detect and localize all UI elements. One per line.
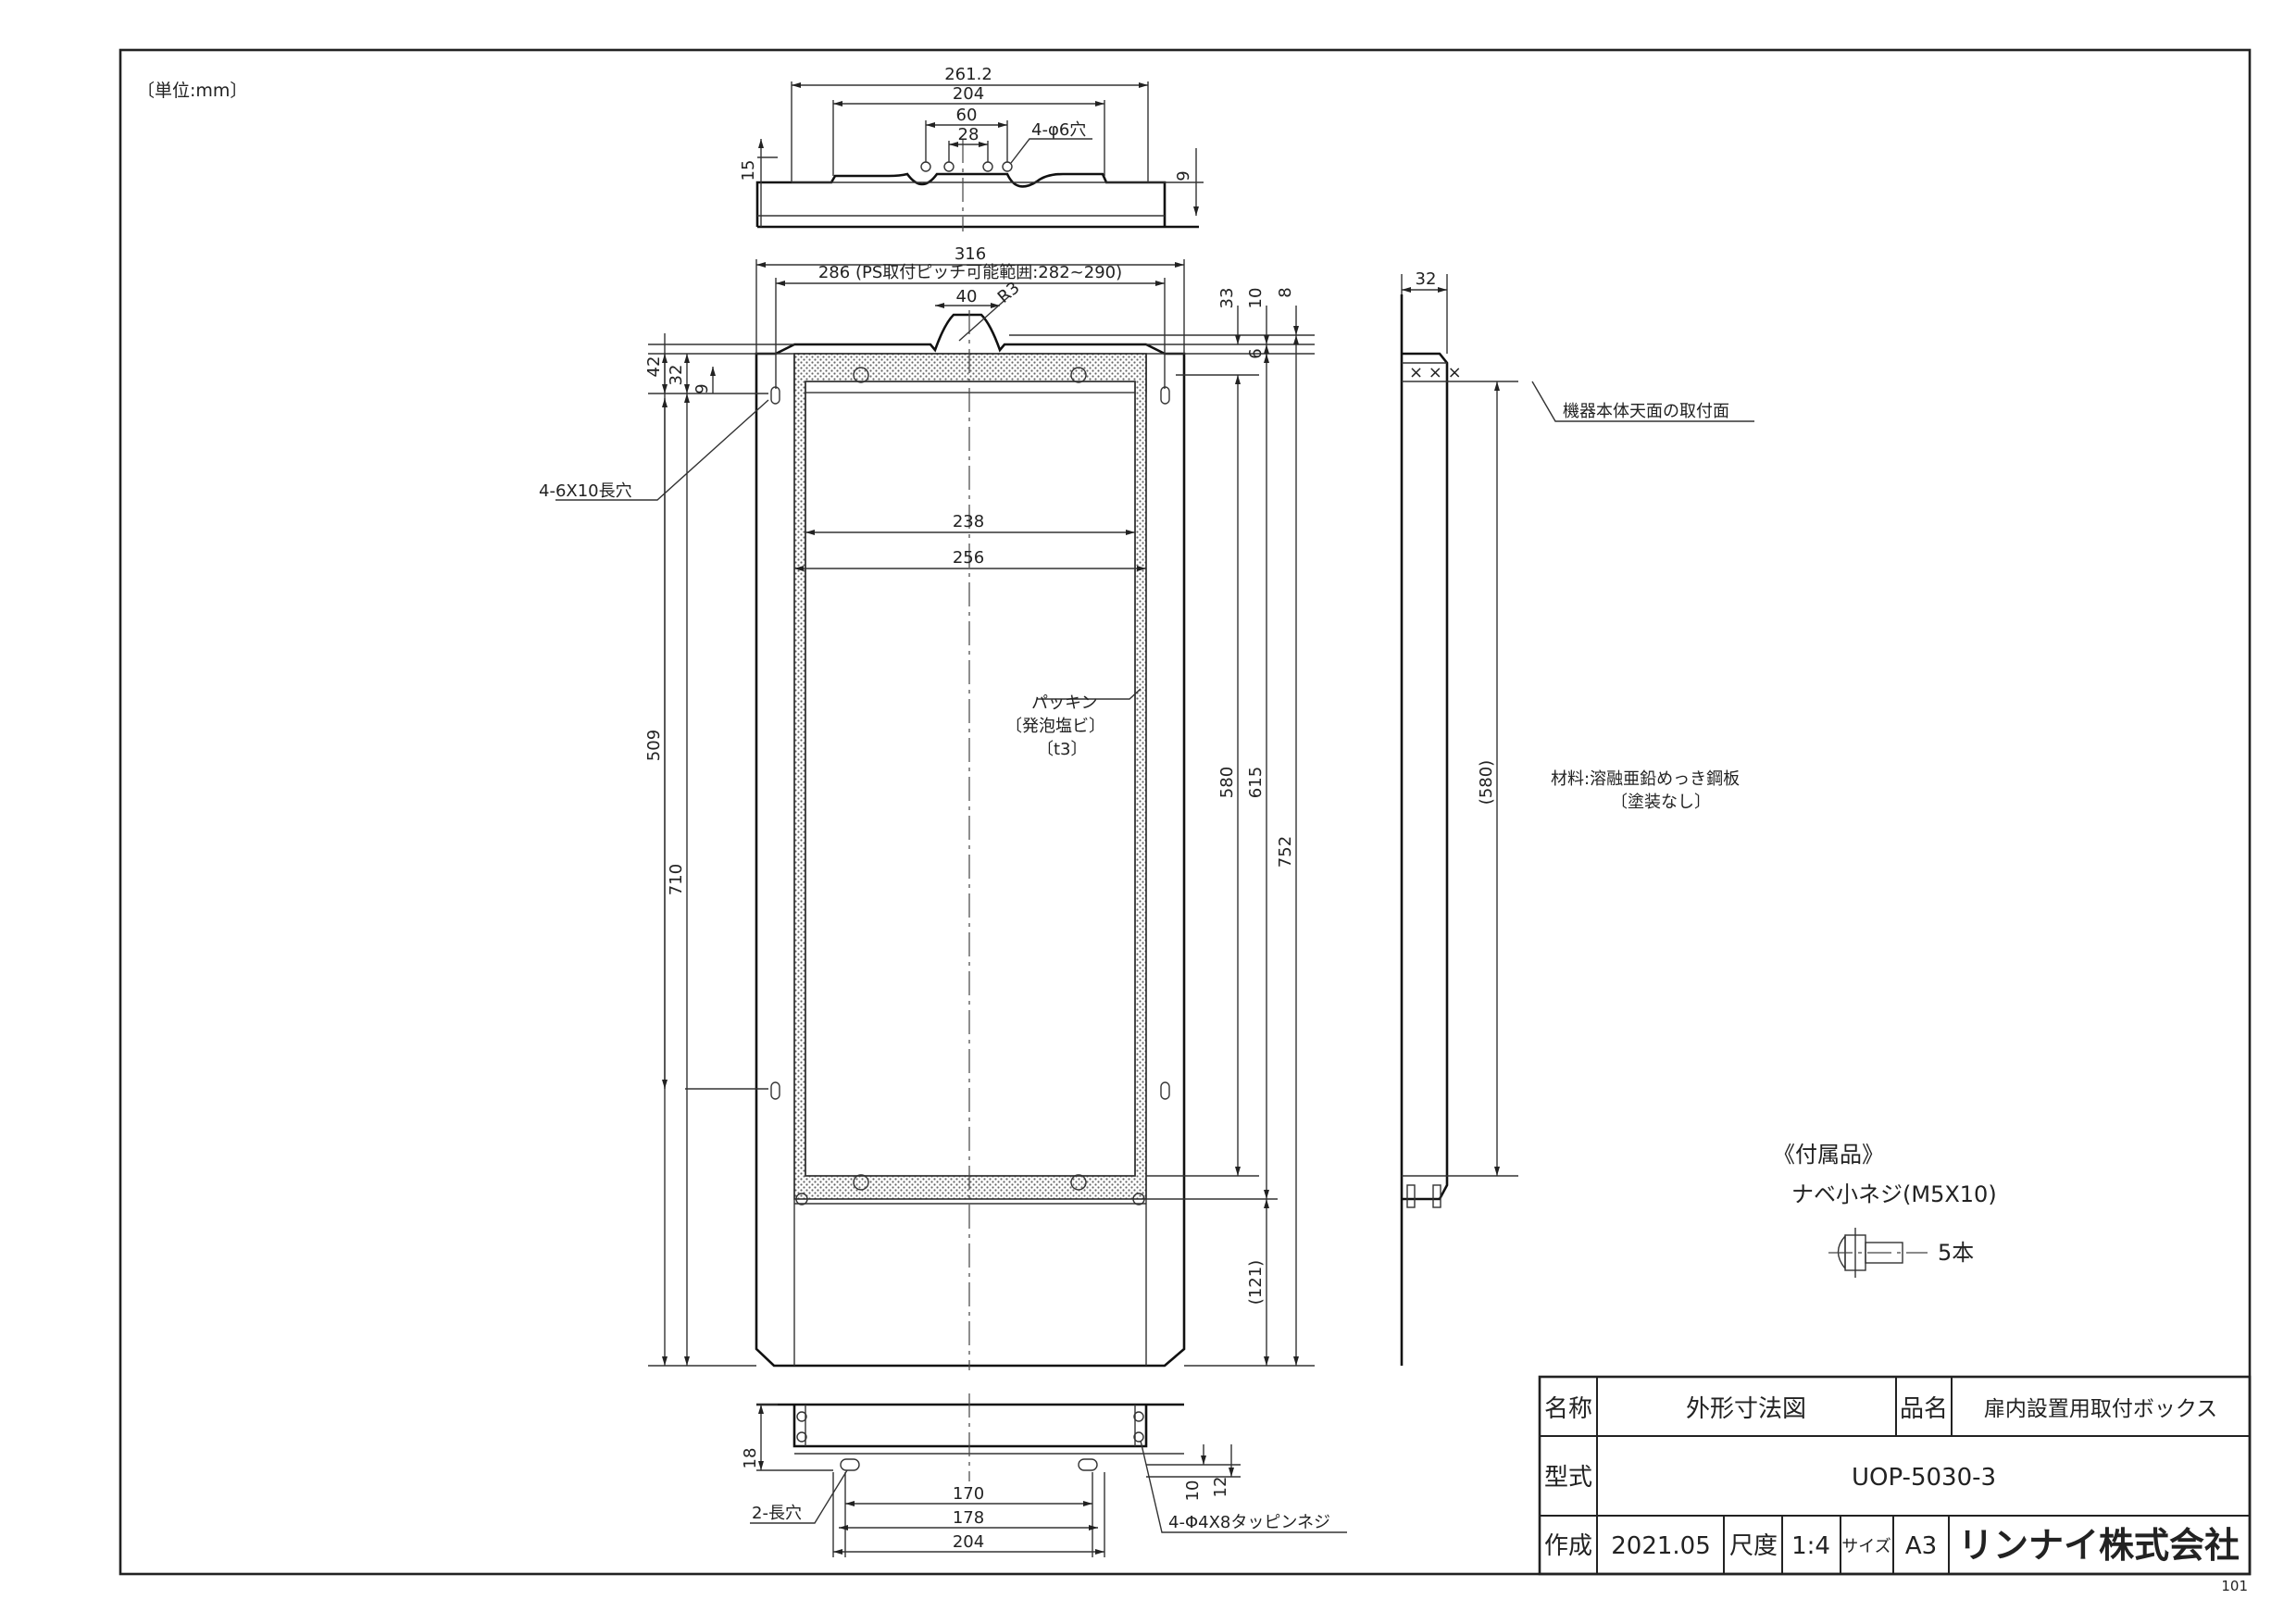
bottom-view-outline (792, 1405, 1148, 1448)
slot-hole (1160, 386, 1170, 405)
dim-bottom-10: 10 (1183, 1480, 1203, 1502)
tb-name-value: 外形寸法図 (1686, 1395, 1806, 1423)
dim-top-204: 204 (953, 84, 984, 104)
top-hole (982, 161, 993, 172)
title-block: 名称 外形寸法図 品名 扉内設置用取付ボックス 型式 UOP-5030-3 作成… (1538, 1375, 2252, 1576)
svg-text:× × ×: × × × (1409, 363, 1462, 382)
tb-created-label: 作成 (1544, 1532, 1592, 1560)
top-hole (920, 161, 931, 172)
bottom-slot (840, 1458, 860, 1471)
tb-product-value: 扉内設置用取付ボックス (1984, 1397, 2217, 1421)
dim-615: 615 (1246, 767, 1266, 798)
tb-model-value: UOP-5030-3 (1852, 1464, 1996, 1492)
top-holes-label: 4-φ6穴 (1031, 120, 1086, 140)
dim-top-28: 28 (958, 125, 980, 144)
sheet-code: 101 (2221, 1578, 2248, 1594)
slot-hole (770, 386, 780, 405)
accessory-title: 《付属品》 (1773, 1142, 1884, 1168)
dim-bottom-178: 178 (953, 1508, 984, 1528)
tb-scale-value: 1:4 (1791, 1532, 1830, 1560)
top-view-outline (755, 172, 1199, 229)
slot-hole (770, 1081, 780, 1100)
dim-256: 256 (953, 548, 984, 568)
unit-label: 〔単位:mm〕 (137, 81, 247, 101)
dim-238: 238 (953, 512, 984, 531)
tb-company: リンナイ株式会社 (1958, 1525, 2240, 1566)
dim-top-15: 15 (739, 160, 758, 181)
dim-752: 752 (1276, 836, 1295, 868)
slot-hole (1160, 1081, 1170, 1100)
dim-580: 580 (1217, 767, 1237, 798)
material-line2: 〔塗装なし〕 (1611, 792, 1711, 812)
tb-product-label: 品名 (1900, 1395, 1948, 1423)
dim-r3: R3 (994, 278, 1024, 306)
packing-gasket (793, 353, 1147, 1200)
bottom-view: 170 178 204 18 10 12 2-長穴 4-Φ4X8タッピンネジ (741, 1393, 1347, 1557)
dim-710: 710 (667, 864, 686, 895)
top-hole (1002, 161, 1013, 172)
accessory: 《付属品》 ナベ小ネジ(M5X10) 5本 (1773, 1142, 1997, 1278)
dim-bottom-12: 12 (1211, 1477, 1230, 1498)
side-view: × × × 32 (580) 機器本体天面の取付面 (1400, 269, 1754, 1366)
dim-6: 6 (1246, 348, 1266, 358)
dim-32-left: 32 (667, 365, 686, 386)
dim-33: 33 (1217, 288, 1237, 309)
sheet-border (119, 48, 2252, 1576)
dim-10: 10 (1246, 288, 1266, 309)
bottom-slot (1078, 1458, 1098, 1471)
front-view: 316 286 (PS取付ピッチ可能範囲:282~290) 40 R3 238 … (539, 244, 1315, 1370)
tb-model-label: 型式 (1544, 1464, 1592, 1492)
dim-286: 286 (PS取付ピッチ可能範囲:282~290) (818, 263, 1122, 282)
dim-bottom-170: 170 (953, 1484, 984, 1504)
top-hole (943, 161, 955, 172)
dim-side-32: 32 (1416, 269, 1437, 289)
mount-surface-label: 機器本体天面の取付面 (1563, 402, 1729, 421)
packing-label-2: 〔発泡塩ビ〕 (1005, 717, 1105, 736)
tb-name-label: 名称 (1544, 1395, 1592, 1423)
dim-bottom-18: 18 (741, 1448, 760, 1469)
bottom-slot-label: 2-長穴 (752, 1504, 802, 1523)
packing-label-3: 〔t3〕 (1037, 740, 1088, 759)
dim-9-left: 9 (693, 383, 712, 394)
dim-8: 8 (1276, 287, 1295, 297)
dim-40: 40 (956, 287, 978, 306)
material-line1: 材料:溶融亜鉛めっき鋼板 (1551, 769, 1740, 789)
front-view-outline (755, 313, 1186, 1368)
tb-size-value: A3 (1905, 1532, 1937, 1560)
accessory-item: ナベ小ネジ(M5X10) (1791, 1181, 1997, 1207)
tapping-screw-label: 4-Φ4X8タッピンネジ (1168, 1513, 1330, 1532)
dim-42: 42 (644, 356, 664, 378)
tb-scale-label: 尺度 (1729, 1532, 1778, 1560)
screw-icon (1828, 1228, 1928, 1278)
dim-top-261: 261.2 (944, 65, 992, 84)
dim-top-60: 60 (956, 106, 978, 125)
dim-509: 509 (644, 730, 664, 761)
slot-label: 4-6X10長穴 (539, 481, 632, 501)
accessory-qty: 5本 (1938, 1240, 1974, 1266)
tb-created-value: 2021.05 (1611, 1532, 1711, 1560)
packing-label-1: パッキン (1031, 693, 1097, 713)
top-view: 261.2 204 60 28 4-φ6穴 15 9 (739, 65, 1204, 231)
dim-top-9: 9 (1174, 170, 1193, 181)
dim-121: (121) (1246, 1260, 1266, 1305)
tb-size-label: サイズ (1841, 1537, 1890, 1556)
dim-side-580: (580) (1477, 760, 1496, 805)
dim-bottom-204: 204 (953, 1532, 984, 1552)
dim-316: 316 (955, 244, 986, 264)
